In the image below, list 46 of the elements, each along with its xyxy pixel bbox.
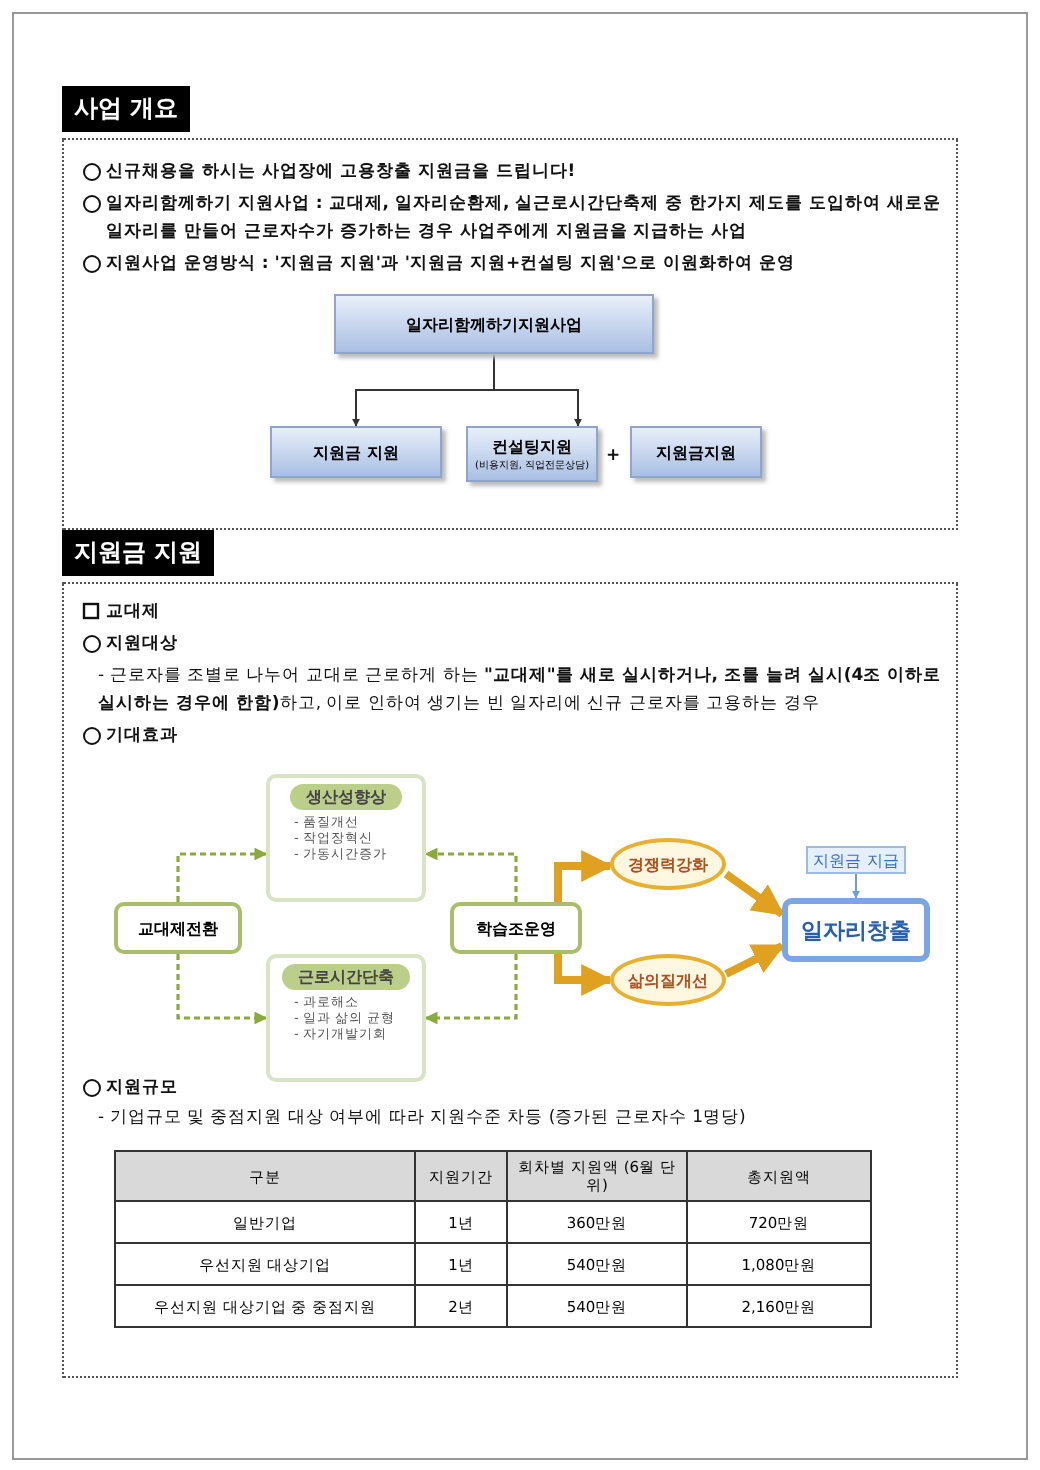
process-box xyxy=(114,902,242,954)
effect-card xyxy=(266,774,426,902)
subheading: 지원규모 xyxy=(106,1076,180,1102)
effect-card xyxy=(266,954,426,1082)
dashed-arrow xyxy=(176,954,268,1025)
text: - 기업규모 및 중점지원 대상 여부에 따라 지원수준 차등 (증가된 근로자수 1명당) xyxy=(98,1106,748,1132)
arrow xyxy=(493,353,582,427)
process-box xyxy=(450,902,582,954)
program-box xyxy=(334,294,654,354)
dashed-arrow xyxy=(176,847,268,902)
dashed-arrow xyxy=(424,847,518,902)
node-text: 삶의질개선 xyxy=(628,969,708,991)
subheading: 교대제 xyxy=(106,600,162,626)
node-text: 일자리창출 xyxy=(801,915,911,945)
process-box xyxy=(466,426,598,482)
text: 지원사업 운영방식 : '지원금 지원'과 '지원금 지원+컨설팅 지원'으로 이원화하여 운영 xyxy=(106,252,798,278)
section-heading: 사업 개요 xyxy=(62,86,191,132)
text: 일자리함께하기 지원사업 : 교대제, 일자리순환제, 실근로시간단축제 중 한가지 제도를 도입하여 새로운 일자리를 만들어 근로자수가 증가하는 경우 사업주에게 지원금을 지급하는 사업 xyxy=(106,192,943,246)
arrow xyxy=(852,873,860,899)
arrow xyxy=(724,942,785,978)
process-box xyxy=(630,426,762,478)
text: 신규채용을 하시는 사업장에 고용창출 지원금을 드립니다! xyxy=(106,160,578,186)
node-text: 지원금 지급 xyxy=(813,849,899,871)
node-text: 일자리함께하기지원사업 xyxy=(406,313,582,335)
outcome-ellipse xyxy=(610,954,726,1006)
subheading: 기대효과 xyxy=(106,724,180,750)
plus-sign: + xyxy=(606,444,623,470)
dashed-arrow xyxy=(424,954,518,1025)
subheading: 지원대상 xyxy=(106,632,180,658)
node-text: 지원금 지원 xyxy=(313,441,399,463)
process-box xyxy=(270,426,442,478)
node-text: 학습조운영 xyxy=(476,917,556,939)
tag-box xyxy=(806,846,906,874)
node-text: 지원금지원 xyxy=(656,441,736,463)
arrow xyxy=(554,850,614,902)
arrow xyxy=(723,870,785,918)
card-title: 생산성향상 xyxy=(290,784,402,810)
arrow xyxy=(554,954,614,996)
outcome-ellipse xyxy=(610,838,726,890)
node-text: 경쟁력강화 xyxy=(628,853,708,875)
section-heading: 지원금 지원 xyxy=(62,530,215,576)
node-text: 교대제전환 xyxy=(138,917,218,939)
node-text: 컨설팅지원 xyxy=(492,436,572,458)
result-box xyxy=(782,898,930,962)
card-title: 근로시간단축 xyxy=(282,964,410,990)
text: - 근로자를 조별로 나누어 교대로 근로하게 하는 "교대제"를 새로 실시하거나, 조를 늘려 실시(4조 이하로 실시하는 경우에 한함)하고, 이로 인하여 생기는 빈 일자리에 신규 근로자를 고용하는 경우 xyxy=(98,664,944,718)
